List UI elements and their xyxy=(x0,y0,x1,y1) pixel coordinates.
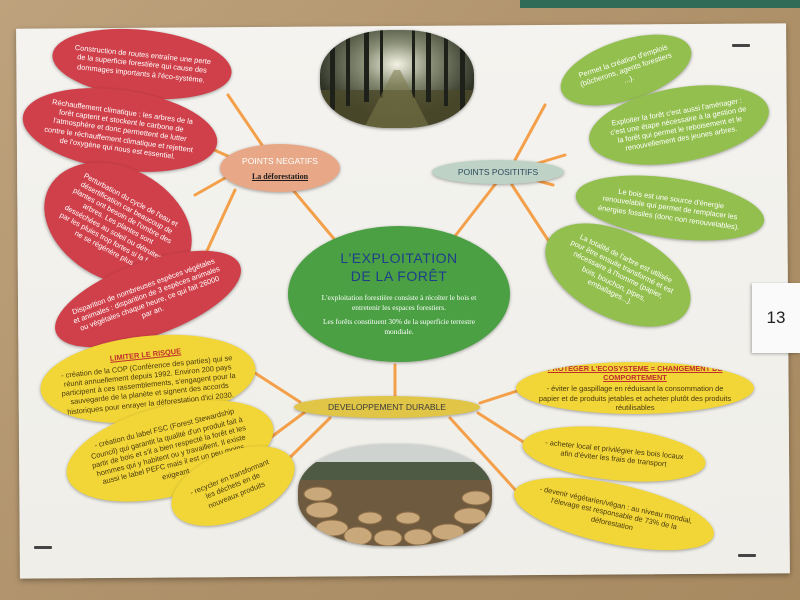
positive-point-text: Exploiter la forêt c'est aussi l'aménage… xyxy=(609,95,747,153)
forest-sunlight-image xyxy=(320,30,474,128)
central-description-2: Les forêts constituent 30% de la superfi… xyxy=(322,317,476,337)
label-negatifs-title: POINTS NEGATIFS xyxy=(242,155,318,166)
board-edge-strip xyxy=(520,0,800,8)
label-positifs-title: POINTS POSITITIFS xyxy=(457,167,539,177)
pin-top-right xyxy=(732,44,750,47)
central-title-line2: DE LA FORÊT xyxy=(350,268,448,285)
central-topic: L'EXPLOITATION DE LA FORÊT L'exploitatio… xyxy=(288,226,510,362)
durable-text-waste: - éviter le gaspillage en réduisant la c… xyxy=(538,384,732,412)
page-number-tag: 13 xyxy=(752,283,800,353)
label-developpement-durable: DEVELOPPEMENT DURABLE xyxy=(294,396,480,418)
label-points-positifs: POINTS POSITITIFS xyxy=(432,160,564,184)
cut-logs-image xyxy=(298,444,492,546)
pin-bottom-right xyxy=(738,554,756,557)
durable-right-ecosystem: PROTEGER L'ECOSYSTEME = CHANGEMENT DE CO… xyxy=(516,362,754,414)
durable-text-recycle: - recycler en transformant les déchets e… xyxy=(188,457,271,510)
negative-point-text: Réchauffement climatique : les arbres de… xyxy=(43,97,194,161)
label-negatifs-sub: La déforestation xyxy=(251,171,309,181)
negative-point-text: Construction de routes entraîne une pert… xyxy=(74,43,212,85)
central-description-1: L'exploitation forestière consiste à réc… xyxy=(321,293,477,313)
durable-tag-proteger: PROTEGER L'ECOSYSTEME = CHANGEMENT DE CO… xyxy=(547,363,723,383)
pin-bottom-left xyxy=(34,546,52,549)
durable-text-local: - acheter local et privilégier les bois … xyxy=(544,437,685,469)
label-points-negatifs: POINTS NEGATIFS La déforestation xyxy=(220,144,340,192)
label-durable-title: DEVELOPPEMENT DURABLE xyxy=(328,402,446,412)
positive-point-text: Le bois est une source d'énergie renouve… xyxy=(597,186,740,232)
durable-text: PROTEGER L'ECOSYSTEME = CHANGEMENT DE CO… xyxy=(536,364,734,412)
central-title-line1: L'EXPLOITATION xyxy=(340,249,458,266)
central-title: L'EXPLOITATION DE LA FORÊT xyxy=(340,249,457,285)
